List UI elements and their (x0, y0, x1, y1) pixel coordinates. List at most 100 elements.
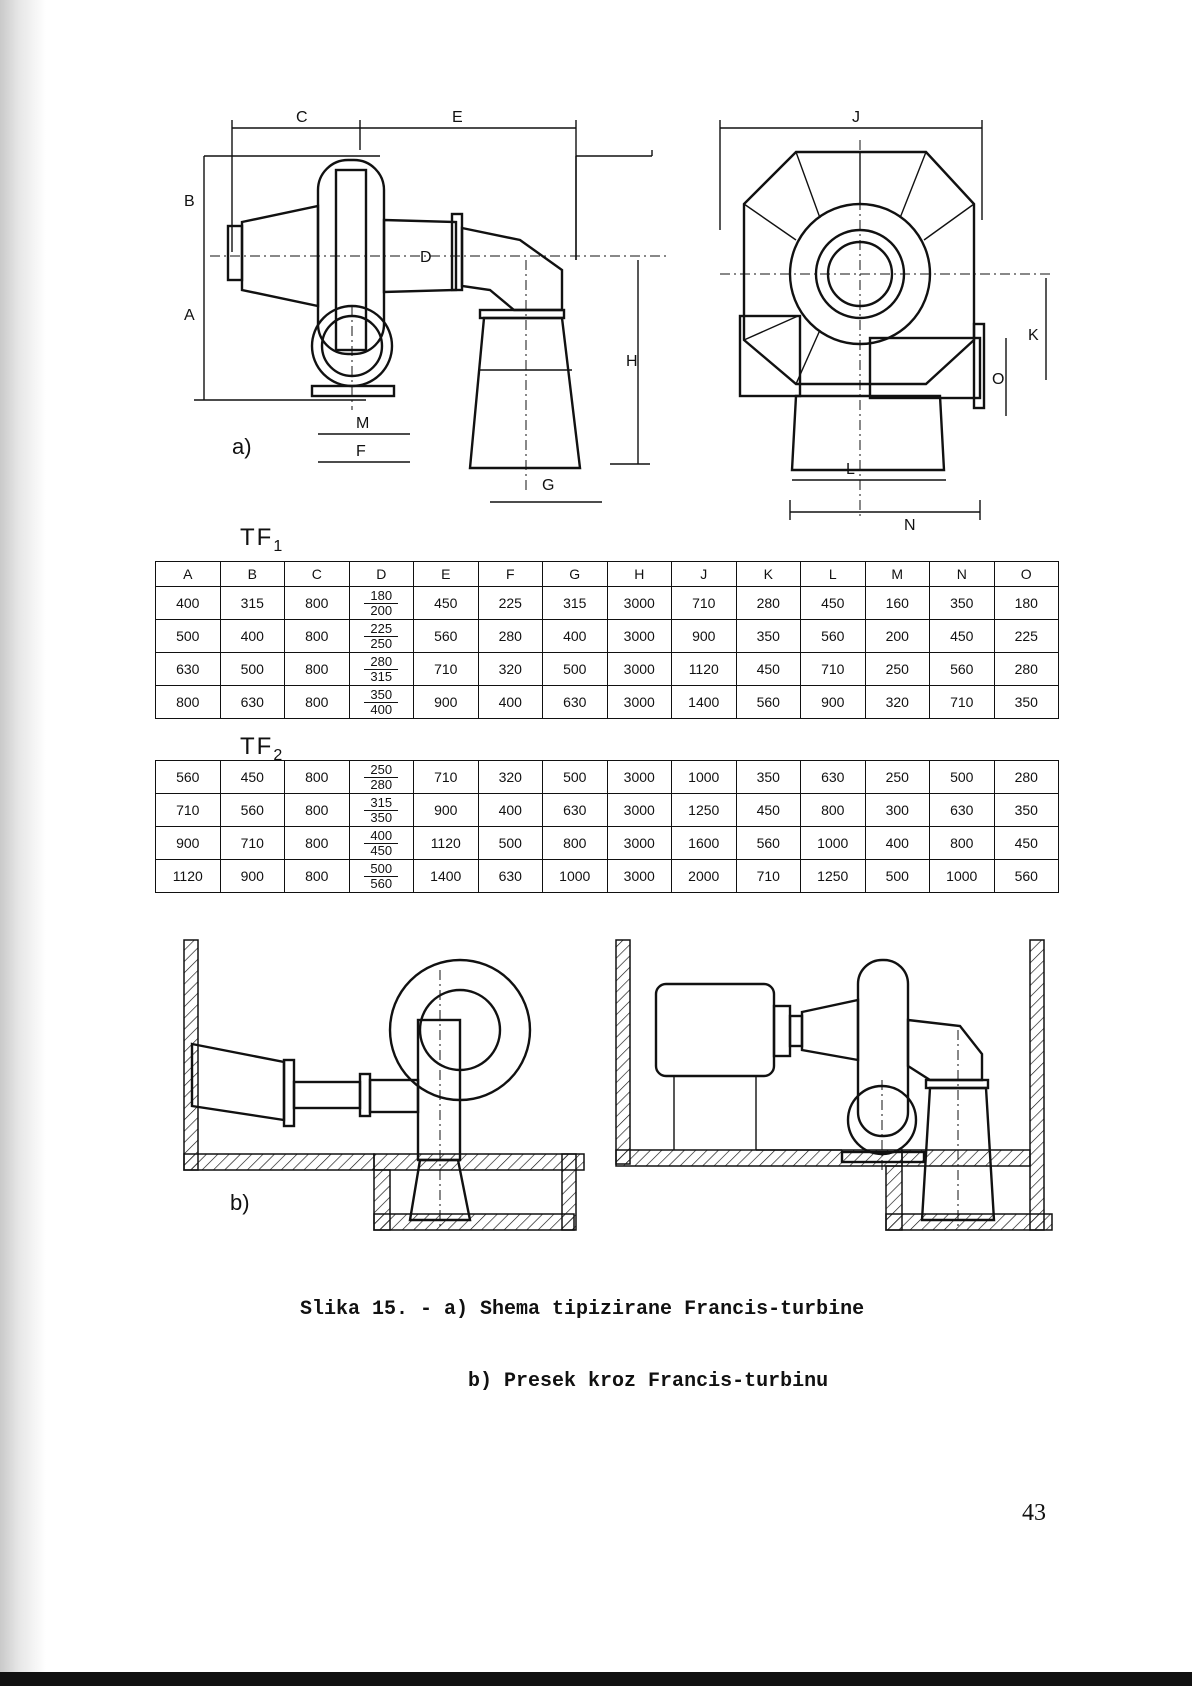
cell-d-top: 500 (364, 861, 399, 877)
cell-a: 1120 (155, 859, 221, 893)
column-header-e: E (413, 561, 479, 587)
cell-b: 315 (219, 586, 285, 620)
cell-j: 900 (671, 619, 737, 653)
cell-d-bottom: 350 (370, 809, 393, 825)
cell-h: 3000 (606, 826, 672, 860)
dim-label-A: A (184, 307, 195, 324)
cell-o: 560 (993, 859, 1059, 893)
figure-b-label: b) (230, 1190, 250, 1215)
tf1-label: TF1 (240, 524, 285, 555)
cell-a: 900 (155, 826, 221, 860)
cell-h: 3000 (606, 859, 672, 893)
cell-e: 900 (413, 685, 479, 719)
cell-c: 800 (284, 652, 350, 686)
cell-n: 1000 (929, 859, 995, 893)
cell-d-top: 350 (364, 687, 399, 703)
cell-k: 350 (735, 760, 801, 794)
dimension-lines-front (719, 120, 1054, 520)
cell-g: 630 (542, 793, 608, 827)
cell-e: 1400 (413, 859, 479, 893)
cell-d-top: 180 (364, 588, 399, 604)
cell-f: 400 (477, 685, 543, 719)
cell-j: 1120 (671, 652, 737, 686)
cell-e: 450 (413, 586, 479, 620)
cell-j: 1000 (671, 760, 737, 794)
cell-n: 560 (929, 652, 995, 686)
dim-label-B: B (184, 193, 195, 210)
column-header-n: N (929, 561, 995, 587)
cell-e: 900 (413, 793, 479, 827)
turbine-side-outline (226, 158, 582, 490)
figure-b-left-section: b) (183, 939, 585, 1231)
cell-b: 630 (219, 685, 285, 719)
cell-m: 250 (864, 652, 930, 686)
cell-f: 630 (477, 859, 543, 893)
cell-c: 800 (284, 586, 350, 620)
cell-b: 710 (219, 826, 285, 860)
cell-e: 710 (413, 760, 479, 794)
dim-label-N: N (904, 517, 916, 534)
cell-k: 450 (735, 793, 801, 827)
cell-m: 200 (864, 619, 930, 653)
cell-c: 800 (284, 859, 350, 893)
cell-l: 710 (800, 652, 866, 686)
cell-a: 400 (155, 586, 221, 620)
column-header-c: C (284, 561, 350, 587)
cell-d-top: 280 (364, 654, 399, 670)
cell-d-bottom: 280 (370, 776, 393, 792)
cell-g: 1000 (542, 859, 608, 893)
dim-label-G: G (542, 477, 554, 494)
cell-e: 710 (413, 652, 479, 686)
cell-o: 280 (993, 760, 1059, 794)
cell-m: 300 (864, 793, 930, 827)
cell-f: 400 (477, 793, 543, 827)
building-walls-right (615, 939, 1053, 1231)
cell-a: 800 (155, 685, 221, 719)
cell-k: 560 (735, 826, 801, 860)
cell-n: 450 (929, 619, 995, 653)
building-walls-left (183, 939, 585, 1231)
cell-d-top: 400 (364, 828, 399, 844)
cell-f: 500 (477, 826, 543, 860)
cell-k: 350 (735, 619, 801, 653)
cell-h: 3000 (606, 619, 672, 653)
figure-a-side-view: C E B A D H M F G a) (184, 109, 670, 503)
column-header-f: F (477, 561, 543, 587)
column-header-m: M (864, 561, 930, 587)
cell-m: 250 (864, 760, 930, 794)
cell-a: 500 (155, 619, 221, 653)
cell-h: 3000 (606, 793, 672, 827)
cell-j: 1250 (671, 793, 737, 827)
scan-bottom-bar (0, 1672, 1192, 1686)
cell-h: 3000 (606, 760, 672, 794)
cell-a: 560 (155, 760, 221, 794)
cell-f: 320 (477, 652, 543, 686)
cell-o: 350 (993, 793, 1059, 827)
cell-m: 500 (864, 859, 930, 893)
dim-label-H: H (626, 353, 638, 370)
cell-e: 560 (413, 619, 479, 653)
cell-d-bottom: 400 (370, 701, 393, 717)
cell-h: 3000 (606, 685, 672, 719)
dim-label-M: M (356, 415, 369, 432)
cell-o: 450 (993, 826, 1059, 860)
cell-e: 1120 (413, 826, 479, 860)
cell-d-bottom: 450 (370, 842, 393, 858)
dim-label-O: O (992, 371, 1004, 388)
dim-label-D: D (420, 249, 432, 266)
cell-f: 280 (477, 619, 543, 653)
cell-l: 800 (800, 793, 866, 827)
cell-n: 800 (929, 826, 995, 860)
cell-j: 1400 (671, 685, 737, 719)
cell-b: 400 (219, 619, 285, 653)
turbine-section-left (190, 958, 532, 1230)
